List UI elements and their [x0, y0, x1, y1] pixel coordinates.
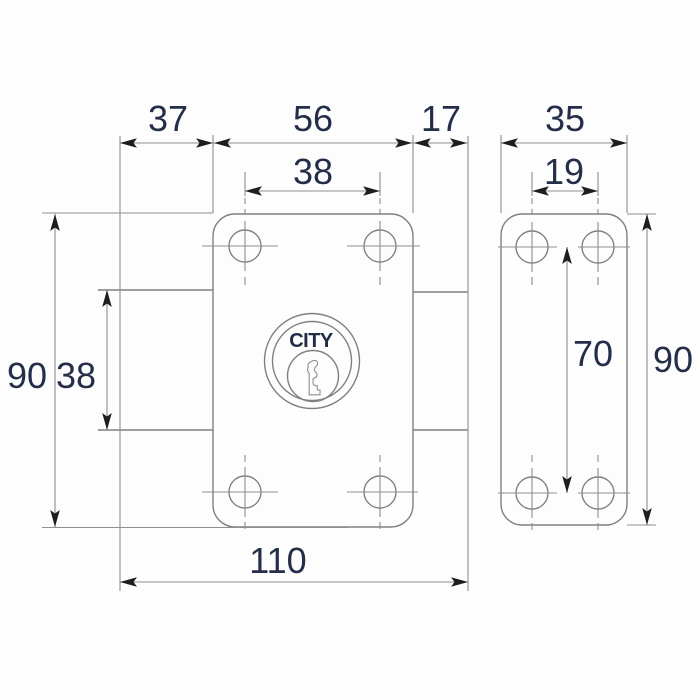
dim-label-37: 37 — [148, 98, 188, 139]
side-body-outline — [500, 213, 628, 526]
side-view — [498, 198, 630, 530]
arrow-right — [610, 138, 627, 148]
arrow-up — [642, 214, 652, 231]
keyhole-icon — [307, 359, 321, 396]
arrow-up — [50, 214, 60, 231]
arrow-right — [363, 186, 380, 196]
dim-label-17: 17 — [421, 98, 461, 139]
arrow-down — [50, 510, 60, 527]
side-hole-bottom-right — [578, 455, 630, 530]
dimension-lines — [54, 142, 648, 583]
brand-logo-text: CITY — [289, 330, 334, 352]
arrow-down — [562, 476, 572, 493]
cylinder-outer-ring — [263, 312, 361, 410]
cylinder-inner-ring — [271, 320, 353, 402]
dim-label-90-right: 90 — [653, 339, 693, 380]
front-hole-top-left — [202, 198, 278, 285]
side-hole-top-left — [498, 198, 557, 285]
arrow-left — [501, 138, 518, 148]
cylinder-core — [286, 349, 340, 403]
dim-label-70: 70 — [573, 333, 613, 374]
extension-lines — [42, 135, 656, 591]
front-hole-bottom-left — [202, 455, 278, 529]
arrow-left — [120, 577, 137, 587]
arrowheads — [50, 138, 652, 587]
dim-label-56: 56 — [293, 98, 333, 139]
dim-label-35: 35 — [545, 98, 585, 139]
arrow-down — [102, 413, 112, 430]
arrow-up — [102, 290, 112, 307]
arrow-down — [642, 508, 652, 525]
arrow-right — [196, 138, 213, 148]
dim-label-90-left: 90 — [7, 355, 47, 396]
side-hole-bottom-left — [498, 455, 557, 530]
dim-label-19: 19 — [544, 151, 584, 192]
front-view: CITY — [98, 198, 468, 529]
dim-label-38-left: 38 — [56, 355, 96, 396]
arrow-right — [395, 138, 412, 148]
lock-cylinder: CITY — [263, 312, 361, 410]
front-hole-bottom-right — [347, 455, 418, 529]
arrow-right — [581, 186, 598, 196]
arrow-left — [120, 138, 137, 148]
arrow-right — [451, 577, 468, 587]
arrow-left — [245, 186, 262, 196]
front-hole-top-right — [347, 198, 420, 285]
dim-label-38-top: 38 — [293, 151, 333, 192]
arrow-right — [450, 138, 467, 148]
arrow-up — [562, 247, 572, 264]
dimension-labels: 37 56 17 38 35 19 110 90 38 70 90 — [7, 98, 693, 581]
arrow-left — [214, 138, 231, 148]
front-body-outline — [212, 213, 414, 528]
dim-label-110: 110 — [249, 540, 306, 581]
arrow-left — [414, 138, 431, 148]
arrow-left — [532, 186, 549, 196]
side-hole-top-right — [578, 198, 630, 285]
